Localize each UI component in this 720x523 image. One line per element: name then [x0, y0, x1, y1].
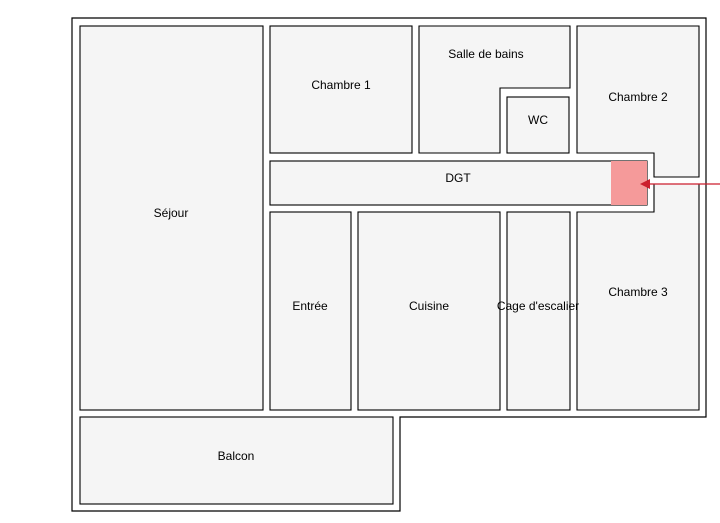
label-chambre-1: Chambre 1: [311, 78, 371, 92]
label-dgt: DGT: [445, 171, 471, 185]
label-balcon: Balcon: [218, 449, 255, 463]
label-entree: Entrée: [292, 299, 328, 313]
room-salle-de-bains[interactable]: [418, 25, 571, 154]
room-wc[interactable]: [506, 96, 570, 154]
label-sejour: Séjour: [154, 206, 189, 220]
pointer-arrow-head: [640, 179, 650, 189]
label-salle-de-bains: Salle de bains: [448, 47, 523, 61]
room-dgt[interactable]: [269, 160, 648, 206]
room-entree[interactable]: [269, 211, 352, 411]
room-balcon[interactable]: [79, 416, 394, 505]
room-chambre-1[interactable]: [269, 25, 413, 154]
label-cuisine: Cuisine: [409, 299, 449, 313]
room-cage-escalier[interactable]: [506, 211, 571, 411]
room-cuisine[interactable]: [357, 211, 501, 411]
label-chambre-3: Chambre 3: [608, 285, 668, 299]
highlight-marker: [611, 161, 647, 205]
label-chambre-2: Chambre 2: [608, 90, 668, 104]
label-wc: WC: [528, 113, 548, 127]
room-chambre-2[interactable]: [576, 25, 700, 178]
label-cage-escalier: Cage d'escalier: [497, 299, 579, 313]
room-sejour[interactable]: [79, 25, 264, 411]
